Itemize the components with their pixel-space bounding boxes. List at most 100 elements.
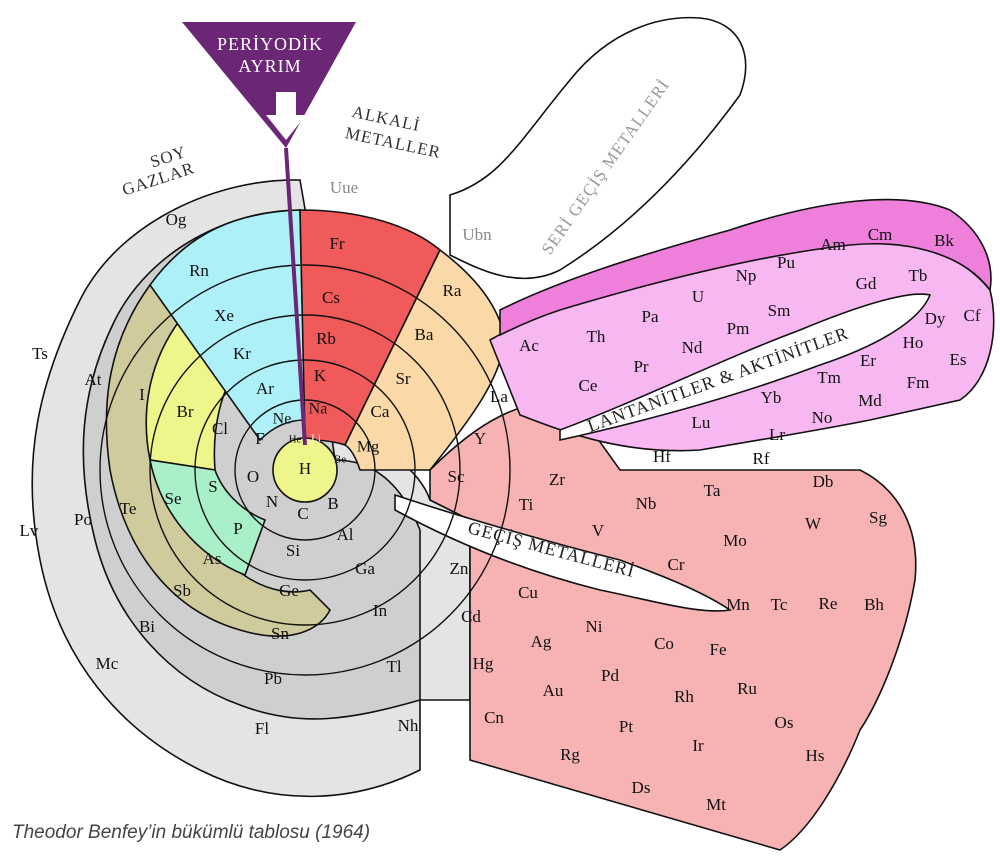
- element-Np: Np: [736, 266, 757, 285]
- element-Si: Si: [286, 541, 300, 560]
- element-Se: Se: [165, 489, 182, 508]
- element-Kr: Kr: [233, 344, 251, 363]
- transition-gap: [394, 493, 733, 612]
- element-Li: Li: [311, 433, 321, 445]
- element-Cd: Cd: [461, 607, 481, 626]
- element-Og: Og: [166, 210, 187, 229]
- element-Sn: Sn: [271, 624, 289, 643]
- region-fills: [31, 16, 995, 851]
- element-Lu: Lu: [692, 413, 711, 432]
- element-V: V: [592, 521, 605, 540]
- element-Cf: Cf: [964, 306, 981, 325]
- element-Db: Db: [813, 472, 834, 491]
- element-In: In: [373, 601, 388, 620]
- element-Hg: Hg: [473, 654, 494, 673]
- figure-caption: Theodor Benfey’in bükümlü tablosu (1964): [12, 822, 371, 843]
- element-Ra: Ra: [443, 281, 462, 300]
- element-Nb: Nb: [636, 494, 657, 513]
- element-Pd: Pd: [601, 666, 619, 685]
- element-Pm: Pm: [727, 319, 750, 338]
- element-Bk: Bk: [934, 231, 954, 250]
- element-Cs: Cs: [322, 288, 340, 307]
- transition-arm: [429, 399, 917, 851]
- element-Th: Th: [587, 327, 606, 346]
- element-Br: Br: [177, 402, 194, 421]
- ring-outlines: [99, 264, 511, 676]
- element-Ne: Ne: [273, 411, 292, 428]
- element-Sr: Sr: [395, 369, 410, 388]
- element-Ga: Ga: [355, 559, 375, 578]
- element-P: P: [233, 519, 242, 538]
- post-transition-arm: [449, 16, 747, 280]
- marker-triangle: [182, 22, 356, 148]
- element-La: La: [490, 387, 508, 406]
- element-Zn: Zn: [450, 559, 469, 578]
- element-Dy: Dy: [925, 309, 946, 328]
- element-Bi: Bi: [139, 617, 155, 636]
- element-B: B: [327, 494, 338, 513]
- element-Ag: Ag: [531, 632, 552, 651]
- element-Au: Au: [543, 681, 564, 700]
- element-Ubn: Ubn: [462, 225, 492, 244]
- element-Fm: Fm: [907, 373, 930, 392]
- element-Fl: Fl: [255, 719, 269, 738]
- element-Rf: Rf: [753, 449, 770, 468]
- element-Ca: Ca: [371, 402, 390, 421]
- element-symbols: H He Li Be B C N O F Ne Mg Na Al Si P S …: [20, 178, 981, 814]
- element-Tc: Tc: [771, 595, 788, 614]
- element-Pb: Pb: [264, 669, 282, 688]
- alkaline-earth-band: [343, 248, 506, 471]
- element-Mo: Mo: [723, 531, 747, 550]
- element-Al: Al: [337, 525, 354, 544]
- element-Md: Md: [858, 391, 882, 410]
- element-Ba: Ba: [415, 325, 434, 344]
- element-Sg: Sg: [869, 508, 887, 527]
- element-Na: Na: [309, 401, 328, 418]
- element-Rn: Rn: [189, 261, 209, 280]
- element-At: At: [85, 370, 102, 389]
- element-Er: Er: [860, 351, 876, 370]
- element-Sm: Sm: [768, 301, 791, 320]
- element-Be: Be: [334, 454, 346, 466]
- element-Tl: Tl: [386, 657, 401, 676]
- element-Ts: Ts: [32, 344, 48, 363]
- element-Xe: Xe: [214, 306, 234, 325]
- element-Ti: Ti: [519, 495, 534, 514]
- element-Zr: Zr: [549, 470, 565, 489]
- element-Ds: Ds: [632, 778, 651, 797]
- element-Am: Am: [820, 235, 846, 254]
- element-W: W: [805, 514, 822, 533]
- element-Pa: Pa: [642, 307, 659, 326]
- element-O: O: [247, 467, 259, 486]
- element-Te: Te: [120, 499, 137, 518]
- marker-line1: PERİYODİK: [217, 34, 323, 54]
- element-H: H: [299, 459, 311, 478]
- actinide-arm: [499, 198, 992, 337]
- element-Sb: Sb: [173, 581, 191, 600]
- element-Tm: Tm: [817, 368, 841, 387]
- element-Nh: Nh: [398, 716, 419, 735]
- element-Os: Os: [775, 713, 794, 732]
- element-Re: Re: [819, 594, 838, 613]
- element-Hf: Hf: [653, 447, 671, 466]
- element-Cl: Cl: [212, 419, 228, 438]
- chalcogen-band: [148, 459, 267, 577]
- element-F: F: [255, 429, 264, 448]
- arrow-down-icon: [266, 92, 306, 140]
- marker-line: [284, 147, 307, 446]
- element-Ni: Ni: [586, 617, 603, 636]
- element-As: As: [203, 549, 222, 568]
- element-Hs: Hs: [806, 746, 825, 765]
- element-Lr: Lr: [769, 425, 785, 444]
- element-Ar: Ar: [256, 379, 274, 398]
- element-Cm: Cm: [868, 225, 893, 244]
- element-Cr: Cr: [668, 555, 685, 574]
- element-Ir: Ir: [692, 736, 704, 755]
- element-Cu: Cu: [518, 583, 538, 602]
- element-Lv: Lv: [20, 521, 39, 540]
- periodic-division-marker: PERİYODİK AYRIM: [182, 22, 356, 446]
- element-C: C: [297, 504, 308, 523]
- marker-line2: AYRIM: [238, 56, 301, 76]
- element-N: N: [266, 492, 278, 511]
